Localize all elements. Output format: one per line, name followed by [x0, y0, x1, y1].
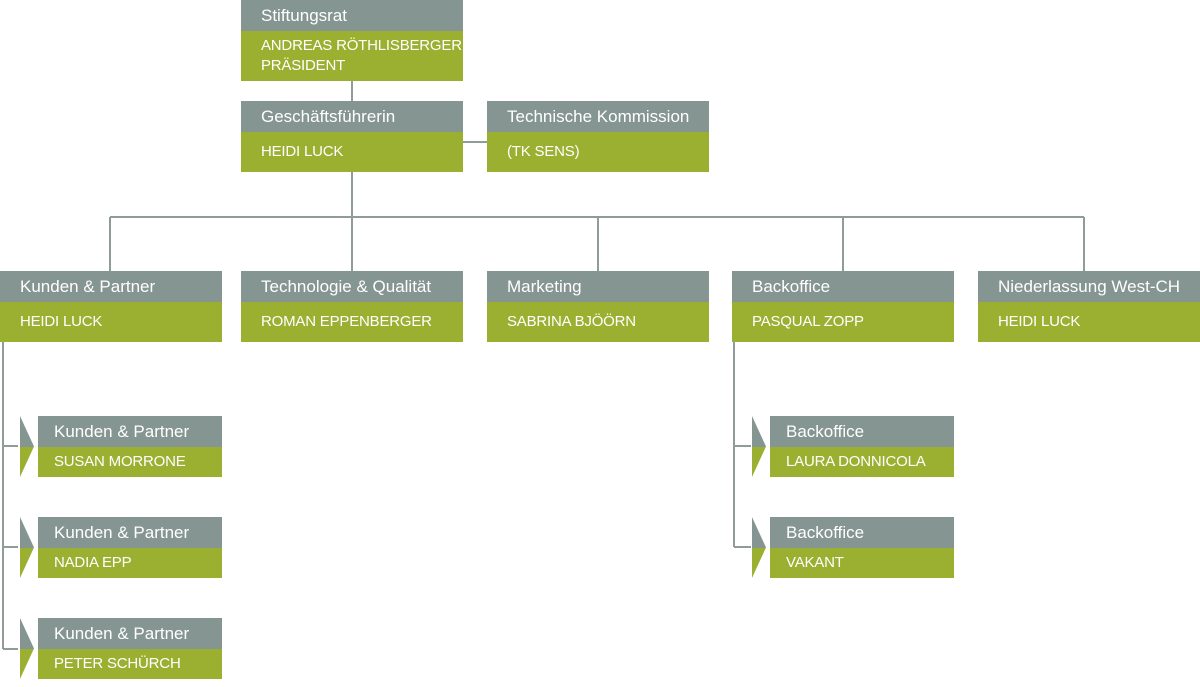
kunden-staff-box: Kunden & Partner SUSAN MORRONE — [20, 416, 222, 477]
ceo-name: HEIDI LUCK — [241, 132, 463, 172]
staff-title: Backoffice — [752, 517, 954, 548]
board-box: Stiftungsrat ANDREAS RÖTHLISBERGER PRÄSI… — [241, 0, 463, 81]
dept-name: HEIDI LUCK — [0, 302, 222, 342]
commission-title: Technische Kommission — [487, 101, 709, 132]
dept-name: SABRINA BJÖÖRN — [487, 302, 709, 342]
dept-marketing-box: Marketing SABRINA BJÖÖRN — [487, 271, 709, 342]
commission-name: (TK SENS) — [487, 132, 709, 172]
dept-niederlassung-box: Niederlassung West-CH HEIDI LUCK — [978, 271, 1200, 342]
chevron-notch — [752, 517, 770, 578]
chevron-notch — [20, 618, 38, 679]
staff-title: Backoffice — [752, 416, 954, 447]
kunden-staff-box: Kunden & Partner PETER SCHÜRCH — [20, 618, 222, 679]
dept-name: PASQUAL ZOPP — [732, 302, 954, 342]
dept-title: Marketing — [487, 271, 709, 302]
dept-title: Backoffice — [732, 271, 954, 302]
backoffice-staff-box: Backoffice LAURA DONNICOLA — [752, 416, 954, 477]
board-name-line2: PRÄSIDENT — [261, 57, 346, 74]
dept-technologie-box: Technologie & Qualität ROMAN EPPENBERGER — [241, 271, 463, 342]
dept-title: Niederlassung West-CH — [978, 271, 1200, 302]
staff-name: LAURA DONNICOLA — [752, 447, 954, 477]
staff-title: Kunden & Partner — [20, 618, 222, 649]
chevron-notch — [20, 416, 38, 477]
ceo-box: Geschäftsführerin HEIDI LUCK — [241, 101, 463, 172]
staff-name: VAKANT — [752, 548, 954, 578]
ceo-title: Geschäftsführerin — [241, 101, 463, 132]
dept-backoffice-box: Backoffice PASQUAL ZOPP — [732, 271, 954, 342]
dept-name: ROMAN EPPENBERGER — [241, 302, 463, 342]
dept-kunden-box: Kunden & Partner HEIDI LUCK — [0, 271, 222, 342]
backoffice-staff-box: Backoffice VAKANT — [752, 517, 954, 578]
kunden-staff-box: Kunden & Partner NADIA EPP — [20, 517, 222, 578]
board-name: ANDREAS RÖTHLISBERGER PRÄSIDENT — [241, 31, 463, 81]
staff-name: NADIA EPP — [20, 548, 222, 578]
chevron-notch — [752, 416, 770, 477]
dept-title: Kunden & Partner — [0, 271, 222, 302]
staff-title: Kunden & Partner — [20, 517, 222, 548]
chevron-notch — [20, 517, 38, 578]
board-title: Stiftungsrat — [241, 0, 463, 31]
dept-name: HEIDI LUCK — [978, 302, 1200, 342]
staff-name: SUSAN MORRONE — [20, 447, 222, 477]
staff-title: Kunden & Partner — [20, 416, 222, 447]
dept-title: Technologie & Qualität — [241, 271, 463, 302]
commission-box: Technische Kommission (TK SENS) — [487, 101, 709, 172]
staff-name: PETER SCHÜRCH — [20, 649, 222, 679]
board-name-line1: ANDREAS RÖTHLISBERGER — [261, 37, 462, 54]
